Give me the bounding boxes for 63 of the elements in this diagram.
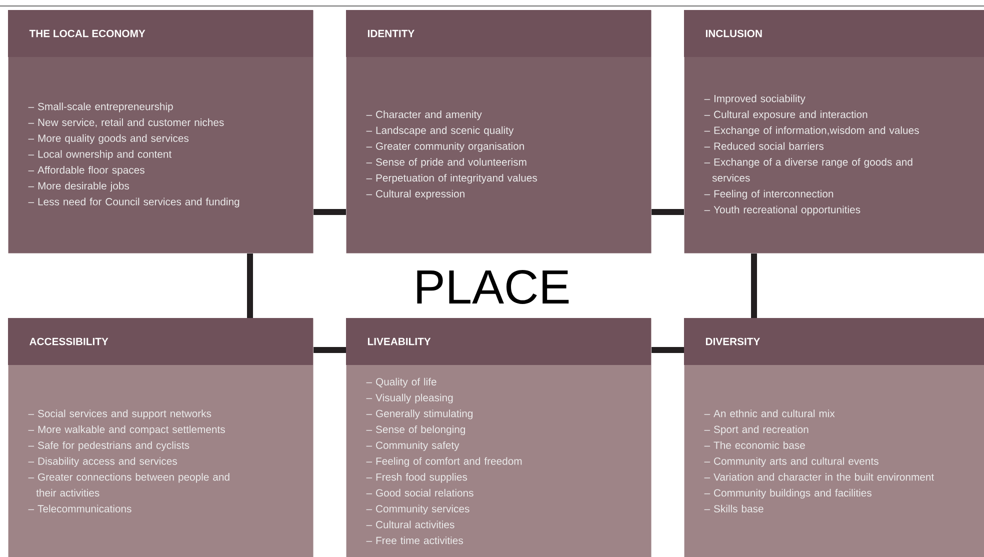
list-item: – More quality goods and services [28, 134, 189, 144]
list-item: – Local ownership and content [28, 150, 172, 160]
connector-bar [751, 254, 757, 318]
list-item: – An ethnic and cultural mix [704, 410, 835, 418]
panel-heading: THE LOCAL ECONOMY [29, 30, 146, 38]
connector-bar [652, 209, 684, 215]
list-item: – Free time activities [366, 536, 463, 544]
list-item: – More desirable jobs [28, 182, 130, 192]
list-item: – Perpetuation of integrityand values [366, 174, 537, 184]
list-item: – Exchange of information,wisdom and values [704, 126, 919, 136]
list-item: – Small-scale entrepreneurship [28, 102, 173, 112]
category-panel [8, 10, 314, 254]
list-item: – Reduced social barriers [704, 142, 824, 150]
connector-bar [314, 209, 346, 215]
list-item: – Skills base [704, 504, 764, 512]
list-item: – Disability access and services [28, 457, 177, 467]
category-panel [8, 318, 314, 557]
list-item: – Less need for Council services and funding [28, 198, 240, 208]
connector-bar [247, 254, 253, 318]
list-item: – Sense of belonging [366, 425, 466, 436]
list-item: – Sense of pride and volunteerism [366, 158, 526, 168]
list-item: – Generally stimulating [366, 410, 472, 420]
list-item: – Community buildings and facilities [704, 488, 872, 499]
panel-heading: LIVEABILITY [368, 338, 431, 346]
list-item: – Greater community organisation [366, 142, 524, 152]
list-item: – Cultural exposure and interaction [704, 110, 868, 120]
list-item: – Character and amenity [366, 110, 482, 120]
panel-heading: INCLUSION [706, 30, 762, 38]
list-item: – Cultural expression [366, 190, 464, 200]
center-label: PLACE [417, 270, 569, 304]
category-panel [684, 318, 984, 557]
list-item: – Good social relations [366, 488, 474, 497]
connector-bar [652, 347, 684, 353]
list-item: – Feeling of interconnection [704, 190, 834, 200]
category-panel [346, 318, 652, 557]
list-item: – Feeling of comfort and freedom [366, 457, 522, 467]
connector-bar [314, 347, 346, 353]
list-item: – Safe for pedestrians and cyclists [28, 441, 190, 451]
list-item: – Telecommunications [28, 504, 132, 512]
list-item: – Variation and character in the built environment [704, 473, 934, 481]
list-item: – Landscape and scenic quality [366, 126, 514, 136]
list-item: – Affordable floor spaces [28, 166, 144, 176]
category-panel [684, 10, 984, 254]
list-item: – More walkable and compact settlements [28, 425, 225, 436]
list-item: – Community services [366, 504, 470, 514]
category-panel [346, 10, 652, 254]
list-item: – Exchange of a diverse range of goods and services [704, 158, 912, 182]
list-item: – Visually pleasing [366, 394, 453, 404]
panel-heading: ACCESSIBILITY [30, 338, 108, 346]
list-item: – Fresh food supplies [366, 473, 468, 483]
list-item: – Greater connections between people and their activities [28, 473, 230, 497]
list-item: – Community safety [366, 441, 460, 451]
list-item: – Social services and support networks [28, 410, 212, 420]
list-item: – Sport and recreation [704, 425, 808, 436]
panel-heading: DIVERSITY [706, 338, 760, 346]
list-item: – Youth recreational opportunities [704, 206, 860, 216]
list-item: – The economic base [704, 441, 805, 449]
list-item: – New service, retail and customer niches [28, 118, 224, 128]
list-item: – Cultural activities [366, 520, 454, 528]
list-item: – Community arts and cultural events [704, 457, 878, 467]
panel-heading: IDENTITY [368, 30, 414, 38]
list-item: – Improved sociability [704, 94, 806, 104]
list-item: – Quality of life [366, 378, 436, 388]
